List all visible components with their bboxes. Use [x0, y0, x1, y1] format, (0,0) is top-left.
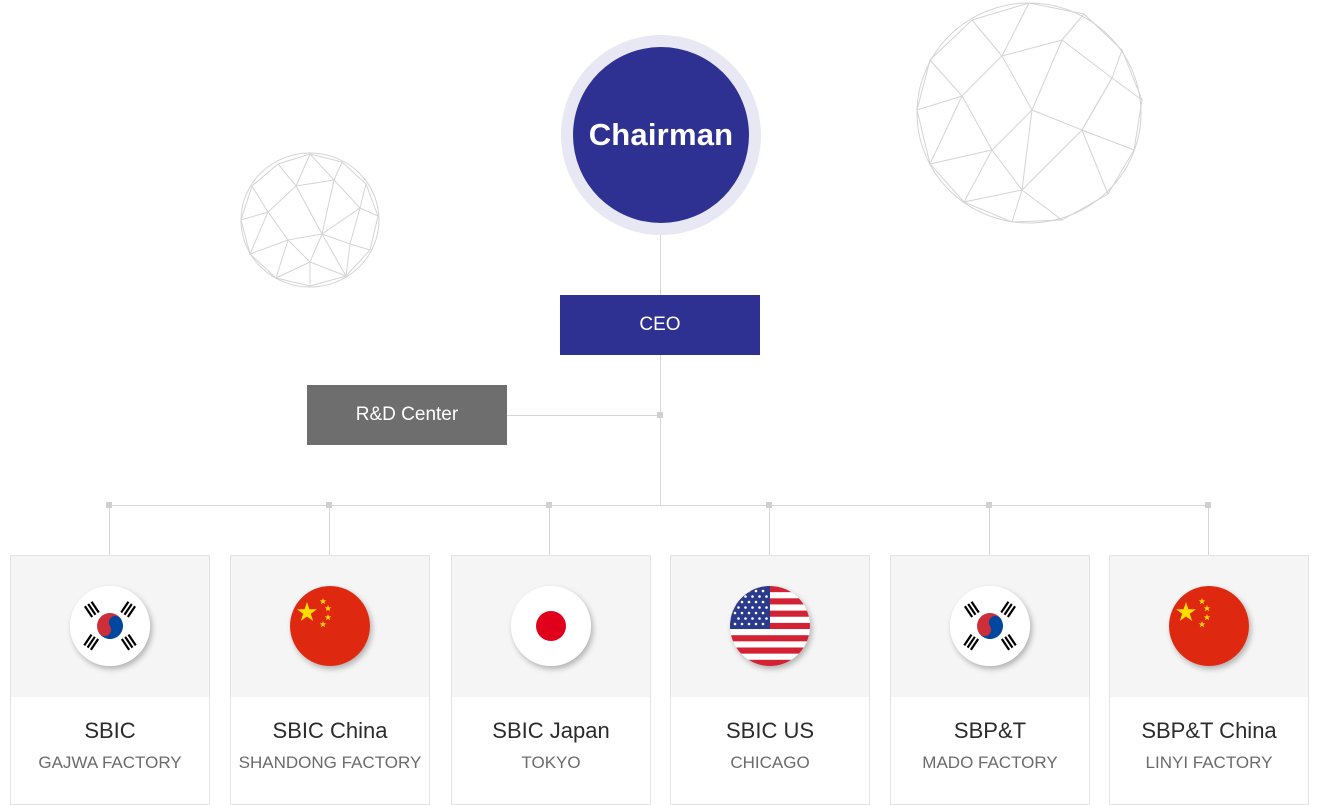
- japan-flag-icon: [511, 586, 591, 666]
- geodesic-sphere-large-icon: [916, 2, 1143, 224]
- subsidiary-name: SBIC Japan: [492, 718, 610, 743]
- subsidiary-card-sbic-us: SBIC US CHICAGO: [670, 555, 870, 805]
- subsidiary-location: CHICAGO: [730, 753, 810, 772]
- connector-rd-center: [507, 415, 660, 416]
- connector-drop: [1208, 505, 1209, 555]
- connector-node-rd: [657, 412, 663, 418]
- subsidiary-location: GAJWA FACTORY: [38, 753, 182, 772]
- connector-node: [106, 502, 112, 508]
- connector-subsidiaries-bus: [109, 505, 1209, 506]
- connector-node: [766, 502, 772, 508]
- card-header: [1110, 556, 1308, 697]
- korea-flag-icon: [950, 586, 1030, 666]
- china-flag-icon: [1169, 586, 1249, 666]
- usa-flag-icon: [730, 586, 810, 666]
- ceo-node: CEO: [560, 295, 760, 355]
- subsidiary-name: SBP&T: [953, 718, 1027, 743]
- connector-drop: [109, 505, 110, 555]
- subsidiary-card-sbic: SBIC GAJWA FACTORY: [10, 555, 210, 805]
- card-header: [11, 556, 209, 697]
- subsidiary-name: SBIC US: [725, 718, 815, 743]
- subsidiary-card-sbic-china: SBIC China SHANDONG FACTORY: [230, 555, 430, 805]
- subsidiary-name: SBIC China: [272, 718, 388, 743]
- card-header: [452, 556, 650, 697]
- connector-chairman-ceo: [660, 233, 661, 295]
- connector-drop: [989, 505, 990, 555]
- subsidiary-location: TOKYO: [521, 753, 581, 772]
- subsidiary-card-sbpt: SBP&T MADO FACTORY: [890, 555, 1090, 805]
- connector-ceo-trunk: [660, 355, 661, 505]
- connector-node: [326, 502, 332, 508]
- chairman-node: Chairman: [573, 47, 749, 223]
- connector-node: [546, 502, 552, 508]
- korea-flag-icon: [70, 586, 150, 666]
- connector-node: [1205, 502, 1211, 508]
- subsidiary-card-sbpt-china: SBP&T China LINYI FACTORY: [1109, 555, 1309, 805]
- connector-drop: [769, 505, 770, 555]
- subsidiary-name: SBIC: [84, 718, 136, 743]
- connector-node: [986, 502, 992, 508]
- subsidiary-location: LINYI FACTORY: [1145, 753, 1273, 772]
- card-header: [671, 556, 869, 697]
- rd-center-node: R&D Center: [307, 385, 507, 445]
- connector-drop: [549, 505, 550, 555]
- china-flag-icon: [290, 586, 370, 666]
- connector-drop: [329, 505, 330, 555]
- card-header: [231, 556, 429, 697]
- subsidiary-card-sbic-japan: SBIC Japan TOKYO: [451, 555, 651, 805]
- geodesic-sphere-small-icon: [240, 152, 380, 288]
- subsidiary-location: SHANDONG FACTORY: [238, 753, 422, 772]
- subsidiary-location: MADO FACTORY: [922, 753, 1058, 772]
- card-header: [891, 556, 1089, 697]
- subsidiary-name: SBP&T China: [1141, 718, 1277, 743]
